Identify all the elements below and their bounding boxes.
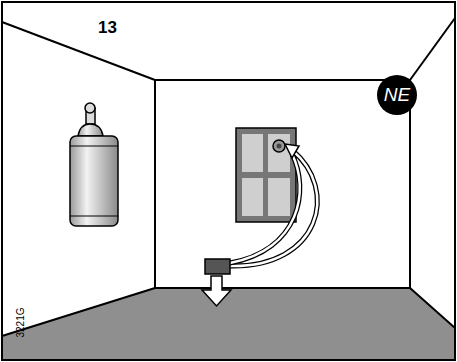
signal-arrows	[230, 144, 317, 266]
window	[236, 128, 296, 222]
figure-number: 13	[98, 18, 117, 38]
compass-badge: NE	[377, 75, 417, 115]
reference-code: 3221G	[15, 307, 26, 337]
water-heater	[70, 103, 118, 226]
sensor-box	[205, 259, 230, 274]
back-wall	[155, 80, 410, 288]
ceiling-edge	[410, 18, 455, 80]
ceiling-edge	[2, 22, 155, 80]
compass-label: NE	[384, 84, 410, 106]
down-arrow	[202, 276, 231, 306]
floor-edge	[410, 288, 455, 328]
floor	[2, 288, 455, 360]
